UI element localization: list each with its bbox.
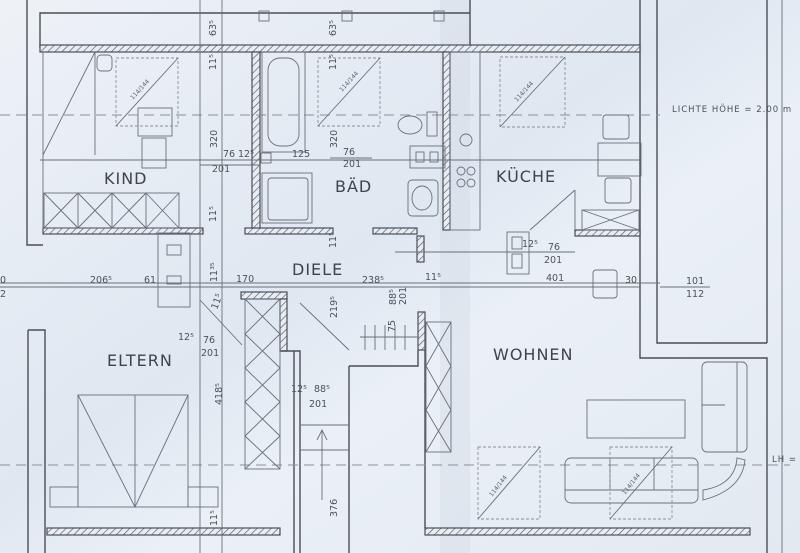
kind-furniture <box>42 51 180 229</box>
dimension-label: 11⁵ <box>208 54 219 70</box>
dimension-label: 320 <box>329 130 340 148</box>
kitchen-furniture <box>449 51 642 231</box>
dimension-label: 11⁵ <box>209 510 220 526</box>
stairs <box>299 302 418 500</box>
dimension-label: 12⁵ <box>238 149 254 160</box>
dimension-label: 376 <box>329 499 340 517</box>
dimension-label: 320 <box>209 130 220 148</box>
dimension-label: 201 <box>544 255 562 266</box>
dimension-label: 88⁵ <box>388 289 399 305</box>
room-label-wohnen: WOHNEN <box>493 345 574 364</box>
dimension-label: 61 <box>144 275 156 286</box>
walls <box>39 44 751 536</box>
dimension-label: 11⁵ <box>425 272 441 283</box>
dimension-label: 0 <box>0 275 6 286</box>
dimension-label: 206⁵ <box>90 275 112 286</box>
outer-outline <box>26 0 783 553</box>
dimension-label: 11⁵ <box>328 232 339 248</box>
dimension-label: 88⁵ <box>314 384 330 395</box>
dimension-label: 11⁵ <box>328 54 339 70</box>
interior-lines <box>42 52 426 553</box>
dimension-lines <box>0 157 710 288</box>
dimension-label: 101 <box>686 276 704 287</box>
dimension-label: 201 <box>309 399 327 410</box>
room-label-eltern: ELTERN <box>107 351 173 370</box>
bathroom-fixtures <box>260 51 446 224</box>
dimension-label: 2 <box>0 289 6 300</box>
room-label-diele: DIELE <box>292 260 343 279</box>
dimension-label: 170 <box>236 274 254 285</box>
dimension-label: 11⁵ <box>209 292 225 311</box>
dimension-label: 112 <box>686 289 704 300</box>
chimneys <box>157 231 530 308</box>
dimension-label: 11⁵ <box>208 206 219 222</box>
room-label-kueche: KÜCHE <box>496 167 556 186</box>
dimension-label: 418⁵ <box>214 383 225 405</box>
dimension-label: 76 <box>203 335 215 346</box>
dimension-label: 201 <box>201 348 219 359</box>
dimension-label: 63⁵ <box>328 20 339 36</box>
dimension-label: 201 <box>212 164 230 175</box>
dimension-label: 75 <box>387 320 398 332</box>
dimension-label: 201 <box>398 287 409 305</box>
dimension-label: 12⁵ <box>178 332 194 343</box>
dimension-label: 76 <box>548 242 560 253</box>
dimension-label: 238⁵ <box>362 275 384 286</box>
room-label-bad: BÄD <box>335 177 372 196</box>
dimension-label: 30 <box>625 275 637 286</box>
room-label-kind: KIND <box>104 169 148 188</box>
ceiling-height-note: LICHTE HÖHE = 2.00 m <box>672 104 792 115</box>
dimension-label: 12⁵ <box>291 384 307 395</box>
ceiling-height-note-right: LH = 2, <box>772 455 800 465</box>
dimension-label: 76 <box>343 147 355 158</box>
dimension-label: 401 <box>546 273 564 284</box>
dimension-label: 219⁵ <box>329 296 340 318</box>
dimension-label: 12⁵ <box>522 239 538 250</box>
dimension-label: 201 <box>343 159 361 170</box>
dimension-label: 125 <box>292 149 310 160</box>
eltern-furniture <box>49 298 281 509</box>
dimension-labels: 63⁵ 63⁵ 11⁵ 11⁵ 320 320 76 12⁵ 201 125 7… <box>0 20 704 526</box>
dimension-label: 11³⁵ <box>209 262 220 282</box>
vent-symbols <box>258 10 445 22</box>
dimension-label: 63⁵ <box>208 20 219 36</box>
dimension-label: 76 <box>223 149 235 160</box>
